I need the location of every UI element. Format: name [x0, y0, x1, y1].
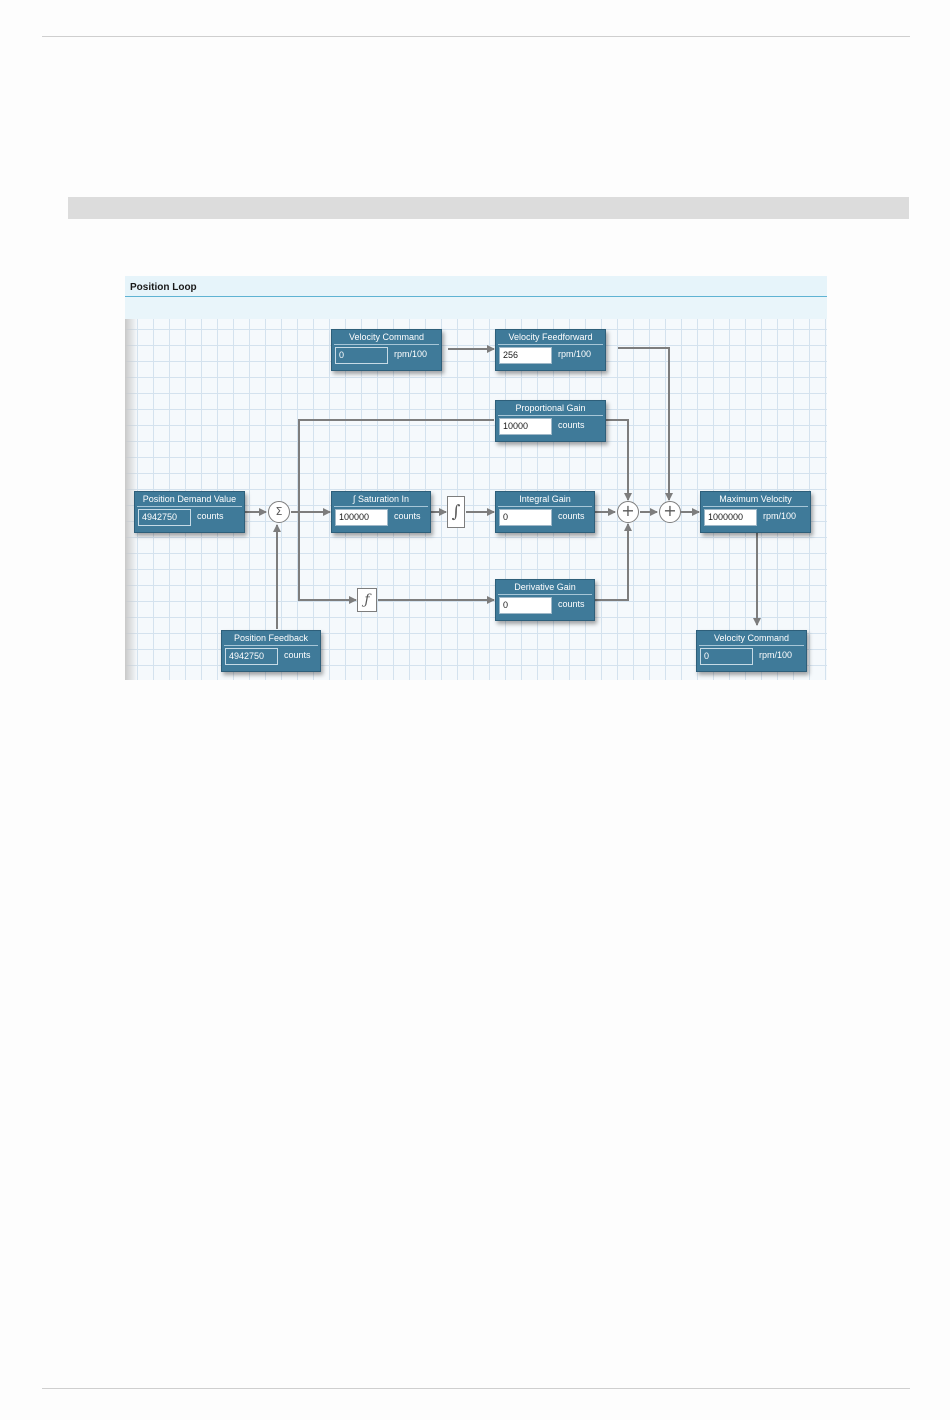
wire-derivative-branch [298, 512, 357, 604]
panel-header: Position Loop [125, 276, 827, 297]
proportional-gain-input[interactable]: 10000 [499, 418, 552, 435]
maximum-velocity-input[interactable]: 1000000 [704, 509, 757, 526]
velocity-command-input-title: Velocity Command [334, 331, 439, 345]
position-demand-title: Position Demand Value [137, 493, 242, 507]
velocity-feedforward-title: Velocity Feedforward [498, 331, 603, 345]
adder-node-icon: + [617, 501, 639, 523]
integral-gain-unit: counts [558, 511, 585, 521]
integral-gain-input[interactable]: 0 [499, 509, 552, 526]
velocity-command-output-unit: rpm/100 [759, 650, 793, 660]
top-page-rule [42, 36, 910, 37]
derivative-gain-title: Derivative Gain [498, 581, 592, 595]
saturation-in-unit: counts [394, 511, 421, 521]
wire-derivative-to-adder [594, 523, 632, 601]
velocity-command-output-title: Velocity Command [699, 632, 804, 646]
velocity-command-output-block: Velocity Command 0 rpm/100 [696, 630, 807, 672]
position-feedback-unit: counts [284, 650, 311, 660]
derivative-gain-block: Derivative Gain 0 counts [495, 579, 595, 621]
maximum-velocity-unit: rpm/100 [763, 511, 797, 521]
wire-feedforward-to-adder [618, 347, 673, 501]
maximum-velocity-title: Maximum Velocity [703, 493, 808, 507]
integral-gain-title: Integral Gain [498, 493, 592, 507]
velocity-feedforward-input[interactable]: 256 [499, 347, 552, 364]
position-demand-block: Position Demand Value 4942750 counts [134, 491, 245, 533]
velocity-command-output-field: 0 [700, 648, 753, 665]
velocity-feedforward-unit: rpm/100 [558, 349, 592, 359]
diagram-canvas: Velocity Command 0 rpm/100 Velocity Feed… [125, 319, 827, 680]
saturation-in-input[interactable]: 100000 [335, 509, 388, 526]
velocity-command-input-field: 0 [335, 347, 388, 364]
derivative-gain-input[interactable]: 0 [499, 597, 552, 614]
velocity-command-input-block: Velocity Command 0 rpm/100 [331, 329, 442, 371]
velocity-feedforward-block: Velocity Feedforward 256 rpm/100 [495, 329, 606, 371]
velocity-command-input-unit: rpm/100 [394, 349, 428, 359]
integral-gain-block: Integral Gain 0 counts [495, 491, 595, 533]
wire-proportional-to-adder [604, 419, 632, 501]
signal-wires [245, 345, 761, 629]
proportional-gain-block: Proportional Gain 10000 counts [495, 400, 606, 442]
sum-node-icon: Σ [268, 501, 290, 523]
integrator-icon: ∫ [447, 496, 465, 528]
saturation-in-title: ∫ Saturation In [334, 493, 428, 507]
proportional-gain-title: Proportional Gain [498, 402, 603, 416]
position-feedback-title: Position Feedback [224, 632, 318, 646]
position-demand-unit: counts [197, 511, 224, 521]
position-loop-panel: Position Loop [125, 276, 827, 680]
bottom-page-rule [42, 1388, 910, 1389]
panel-title: Position Loop [130, 282, 197, 293]
position-demand-field: 4942750 [138, 509, 191, 526]
position-feedback-block: Position Feedback 4942750 counts [221, 630, 321, 672]
wire-proportional-branch [298, 419, 494, 512]
position-feedback-field: 4942750 [225, 648, 278, 665]
differentiator-icon: ƒ [357, 588, 377, 612]
section-bar [68, 197, 909, 219]
maximum-velocity-block: Maximum Velocity 1000000 rpm/100 [700, 491, 811, 533]
proportional-gain-unit: counts [558, 420, 585, 430]
panel-toolbar-area [125, 297, 827, 319]
saturation-in-block: ∫ Saturation In 100000 counts [331, 491, 431, 533]
adder-node-2-icon: + [659, 501, 681, 523]
canvas-left-shadow [125, 319, 137, 680]
derivative-gain-unit: counts [558, 599, 585, 609]
